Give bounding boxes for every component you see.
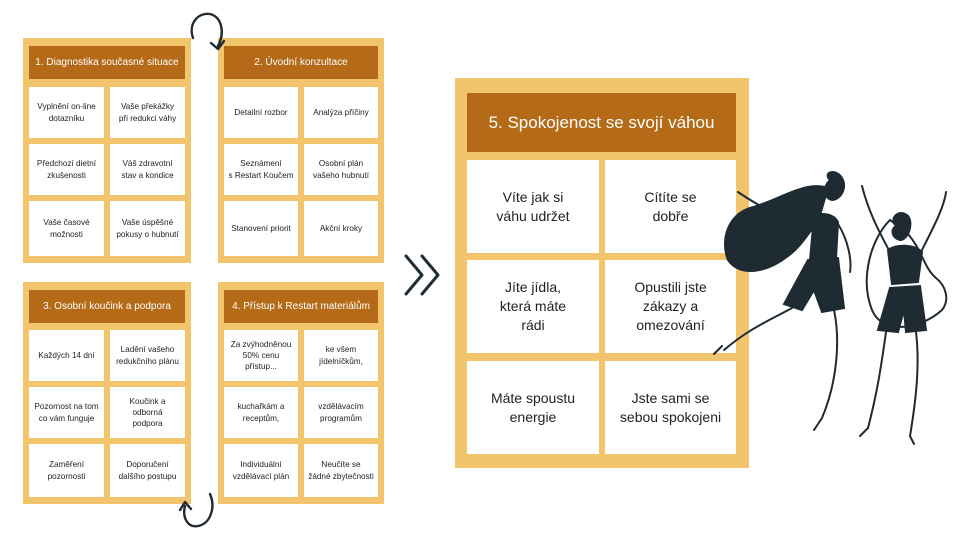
step-1-cell-3: Předchozí dietní zkušenosti <box>29 144 104 195</box>
step-1-cell-6: Vaše úspěšné pokusy o hubnutí <box>110 201 185 256</box>
step-2-panel: 2. Úvodní konzultace Detailní rozbor Ana… <box>218 38 384 263</box>
step-4-cell-6: Neučíte se žádné zbytečnosti <box>304 444 378 497</box>
step-1-cell-5: Vaše časové možnosti <box>29 201 104 256</box>
curved-arrow-icon <box>190 12 226 51</box>
step-4-panel: 4. Přístup k Restart materiálům Za zvýho… <box>218 282 384 504</box>
step-4-cell-4: vzdělávacím programům <box>304 387 378 438</box>
step-1-title: 1. Diagnostika současné situace <box>29 46 185 79</box>
step-1-cell-1: Vyplnění on-line dotazníku <box>29 87 104 138</box>
step-3-cell-4: Koučink a odborná podpora <box>110 387 185 438</box>
result-cell-6: Jste sami se sebou spokojeni <box>605 361 736 454</box>
step-2-cell-5: Stanovení priorit <box>224 201 298 256</box>
step-1-cell-2: Vaše překážky při redukci váhy <box>110 87 185 138</box>
step-3-cell-6: Doporučení dalšího postupu <box>110 444 185 497</box>
result-cell-5: Máte spoustu energie <box>467 361 599 454</box>
step-2-cell-1: Detailní rozbor <box>224 87 298 138</box>
result-cell-1: Víte jak si váhu udržet <box>467 160 599 253</box>
step-1-panel: 1. Diagnostika současné situace Vyplnění… <box>23 38 191 263</box>
step-2-cell-2: Analýza příčiny <box>304 87 378 138</box>
curved-arrow-icon <box>178 492 214 528</box>
result-title: 5. Spokojenost se svojí váhou <box>467 93 736 152</box>
step-4-cell-2: ke všem jídelníčkům, <box>304 330 378 381</box>
double-chevron-right-icon <box>404 254 440 296</box>
dancing-women-illustration <box>713 171 948 445</box>
step-3-cell-1: Každých 14 dní <box>29 330 104 381</box>
woman-left <box>713 171 852 431</box>
step-3-cell-5: Zaměření pozornosti <box>29 444 104 497</box>
step-2-title: 2. Úvodní konzultace <box>224 46 378 79</box>
step-2-cell-6: Akční kroky <box>304 201 378 256</box>
result-cell-4: Opustili jste zákazy a omezování <box>605 260 736 353</box>
step-4-title: 4. Přístup k Restart materiálům <box>224 290 378 323</box>
step-2-cell-3: Seznámení s Restart Koučem <box>224 144 298 195</box>
step-3-panel: 3. Osobní koučink a podpora Každých 14 d… <box>23 282 191 504</box>
step-3-cell-3: Pozornost na tom co vám funguje <box>29 387 104 438</box>
result-cell-2: Cítíte se dobře <box>605 160 736 253</box>
step-4-cell-5: Individuální vzdělávací plán <box>224 444 298 497</box>
woman-right <box>859 185 948 445</box>
step-1-cell-4: Váš zdravotní stav a kondice <box>110 144 185 195</box>
step-4-cell-1: Za zvýhodněnou 50% cenu přístup... <box>224 330 298 381</box>
step-3-title: 3. Osobní koučink a podpora <box>29 290 185 323</box>
result-cell-3: Jíte jídla, která máte rádi <box>467 260 599 353</box>
step-2-cell-4: Osobní plán vašeho hubnutí <box>304 144 378 195</box>
step-3-cell-2: Ladění vašeho redukčního plánu <box>110 330 185 381</box>
step-4-cell-3: kuchařkám a receptům, <box>224 387 298 438</box>
result-panel: 5. Spokojenost se svojí váhou Víte jak s… <box>455 78 749 468</box>
